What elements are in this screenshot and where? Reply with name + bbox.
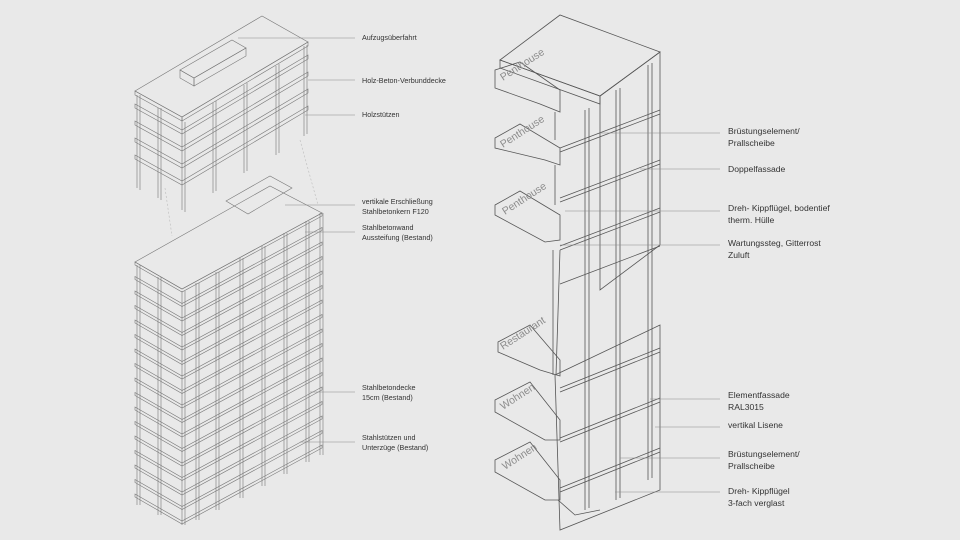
label-unterzuege: Unterzüge (Bestand) [362, 443, 428, 452]
label-vertikal-lisene: vertikal Lisene [728, 420, 783, 430]
upper-facade-bands [559, 109, 661, 285]
label-holz-beton-verbunddecke: Holz-Beton-Verbunddecke [362, 76, 446, 85]
lower-slabs [494, 324, 601, 516]
svg-text:vertikal Lisene: vertikal Lisene [728, 420, 783, 430]
label-elementfassade: Elementfassade [728, 390, 790, 400]
svg-text:Stahlbetondecke 15cm (Be: Stahlbetondecke 15cm (Bestand) [362, 383, 418, 402]
label-aufzugsueberfahrt: Aufzugsüberfahrt [362, 33, 417, 42]
vertical-lisenes [584, 63, 653, 510]
svg-text:Aufzugsüberfahrt: Aufzugsüberfahrt [362, 33, 417, 42]
label-zuluft: Zuluft [728, 250, 750, 260]
penthouse-slabs [494, 61, 561, 243]
elevator-overrun [179, 39, 247, 87]
floor-tags: Penthouse Penthouse Penthouse Restaurant… [498, 46, 549, 472]
right-labels: Brüstungselement/ Prallscheibe Doppelfas… [728, 126, 832, 508]
svg-text:Dreh- Kippflügel 3-fach: Dreh- Kippflügel 3-fach verglast [728, 486, 792, 508]
concrete-floor-slabs [134, 212, 323, 525]
svg-text:Stahlstützen und Unterzü: Stahlstützen und Unterzüge (Bestand) [362, 433, 428, 452]
steel-columns [136, 213, 324, 525]
label-stahlbetonkern: Stahlbetonkern F120 [362, 207, 429, 216]
svg-text:Dreh- Kippflügel, bodentief: Dreh- Kippflügel, bodentief therm. Hülle [728, 203, 832, 225]
label-15cm: 15cm (Bestand) [362, 393, 413, 402]
label-aussteifung: Aussteifung (Bestand) [362, 233, 433, 242]
label-stahlbetondecke: Stahlbetondecke [362, 383, 416, 392]
svg-text:Elementfassade RAL3015: Elementfassade RAL3015 [728, 390, 792, 412]
existing-concrete-tower [134, 139, 324, 525]
label-stahlbetonwand: Stahlbetonwand [362, 223, 414, 232]
label-prallscheibe-1: Prallscheibe [728, 138, 775, 148]
label-ral3015: RAL3015 [728, 402, 764, 412]
svg-text:Wartungssteg, Gitterrost: Wartungssteg, Gitterrost Zuluft [728, 238, 823, 260]
svg-text:Brüstungselement/ Pralls: Brüstungselement/ Prallscheibe [728, 126, 802, 148]
left-leader-lines [238, 37, 355, 443]
label-vertikale-erschliessung: vertikale Erschließung [362, 197, 433, 206]
floor-tag-wohnen-2: Wohnen [500, 441, 539, 472]
concrete-floor-slab [134, 212, 323, 293]
floor-tag-wohnen-1: Wohnen [498, 381, 537, 412]
label-3-fach-verglast: 3-fach verglast [728, 498, 785, 508]
svg-text:Stahlbetonwand Aussteifu: Stahlbetonwand Aussteifung (Bestand) [362, 223, 433, 242]
svg-text:vertikale Erschließung S: vertikale Erschließung Stahlbetonkern F1… [362, 197, 435, 216]
lower-facade-bands [559, 347, 661, 493]
label-stahlstuetzen: Stahlstützen und [362, 433, 416, 442]
label-dreh-kippfluegel: Dreh- Kippflügel [728, 486, 790, 496]
label-bruestungselement-1: Brüstungselement/ [728, 126, 800, 136]
label-dreh-kippfluegel-bodentief: Dreh- Kippflügel, bodentief [728, 203, 830, 213]
label-bruestungselement-2: Brüstungselement/ [728, 449, 800, 459]
svg-text:Brüstungselement/ Pralls: Brüstungselement/ Prallscheibe [728, 449, 802, 471]
floor-tag-penthouse-3: Penthouse [500, 180, 549, 217]
label-wartungssteg: Wartungssteg, Gitterrost [728, 238, 821, 248]
timber-top-volume [134, 15, 309, 212]
svg-text:Holzstützen: Holzstützen [362, 110, 400, 119]
label-holzstuetzen: Holzstützen [362, 110, 400, 119]
left-labels: Aufzugsüberfahrt Holz-Beton-Verbunddecke… [362, 33, 446, 452]
svg-text:Holz-Beton-Verbunddecke: Holz-Beton-Verbunddecke [362, 76, 446, 85]
label-doppelfassade: Doppelfassade [728, 164, 786, 174]
floor-tag-penthouse-1: Penthouse [498, 46, 547, 83]
floor-tag-restaurant: Restaurant [498, 314, 548, 352]
svg-text:Doppelfassade: Doppelfassade [728, 164, 786, 174]
right-leader-lines [560, 132, 720, 493]
timber-columns [136, 45, 308, 212]
label-prallscheibe-2: Prallscheibe [728, 461, 775, 471]
label-therm-huelle: therm. Hülle [728, 215, 775, 225]
